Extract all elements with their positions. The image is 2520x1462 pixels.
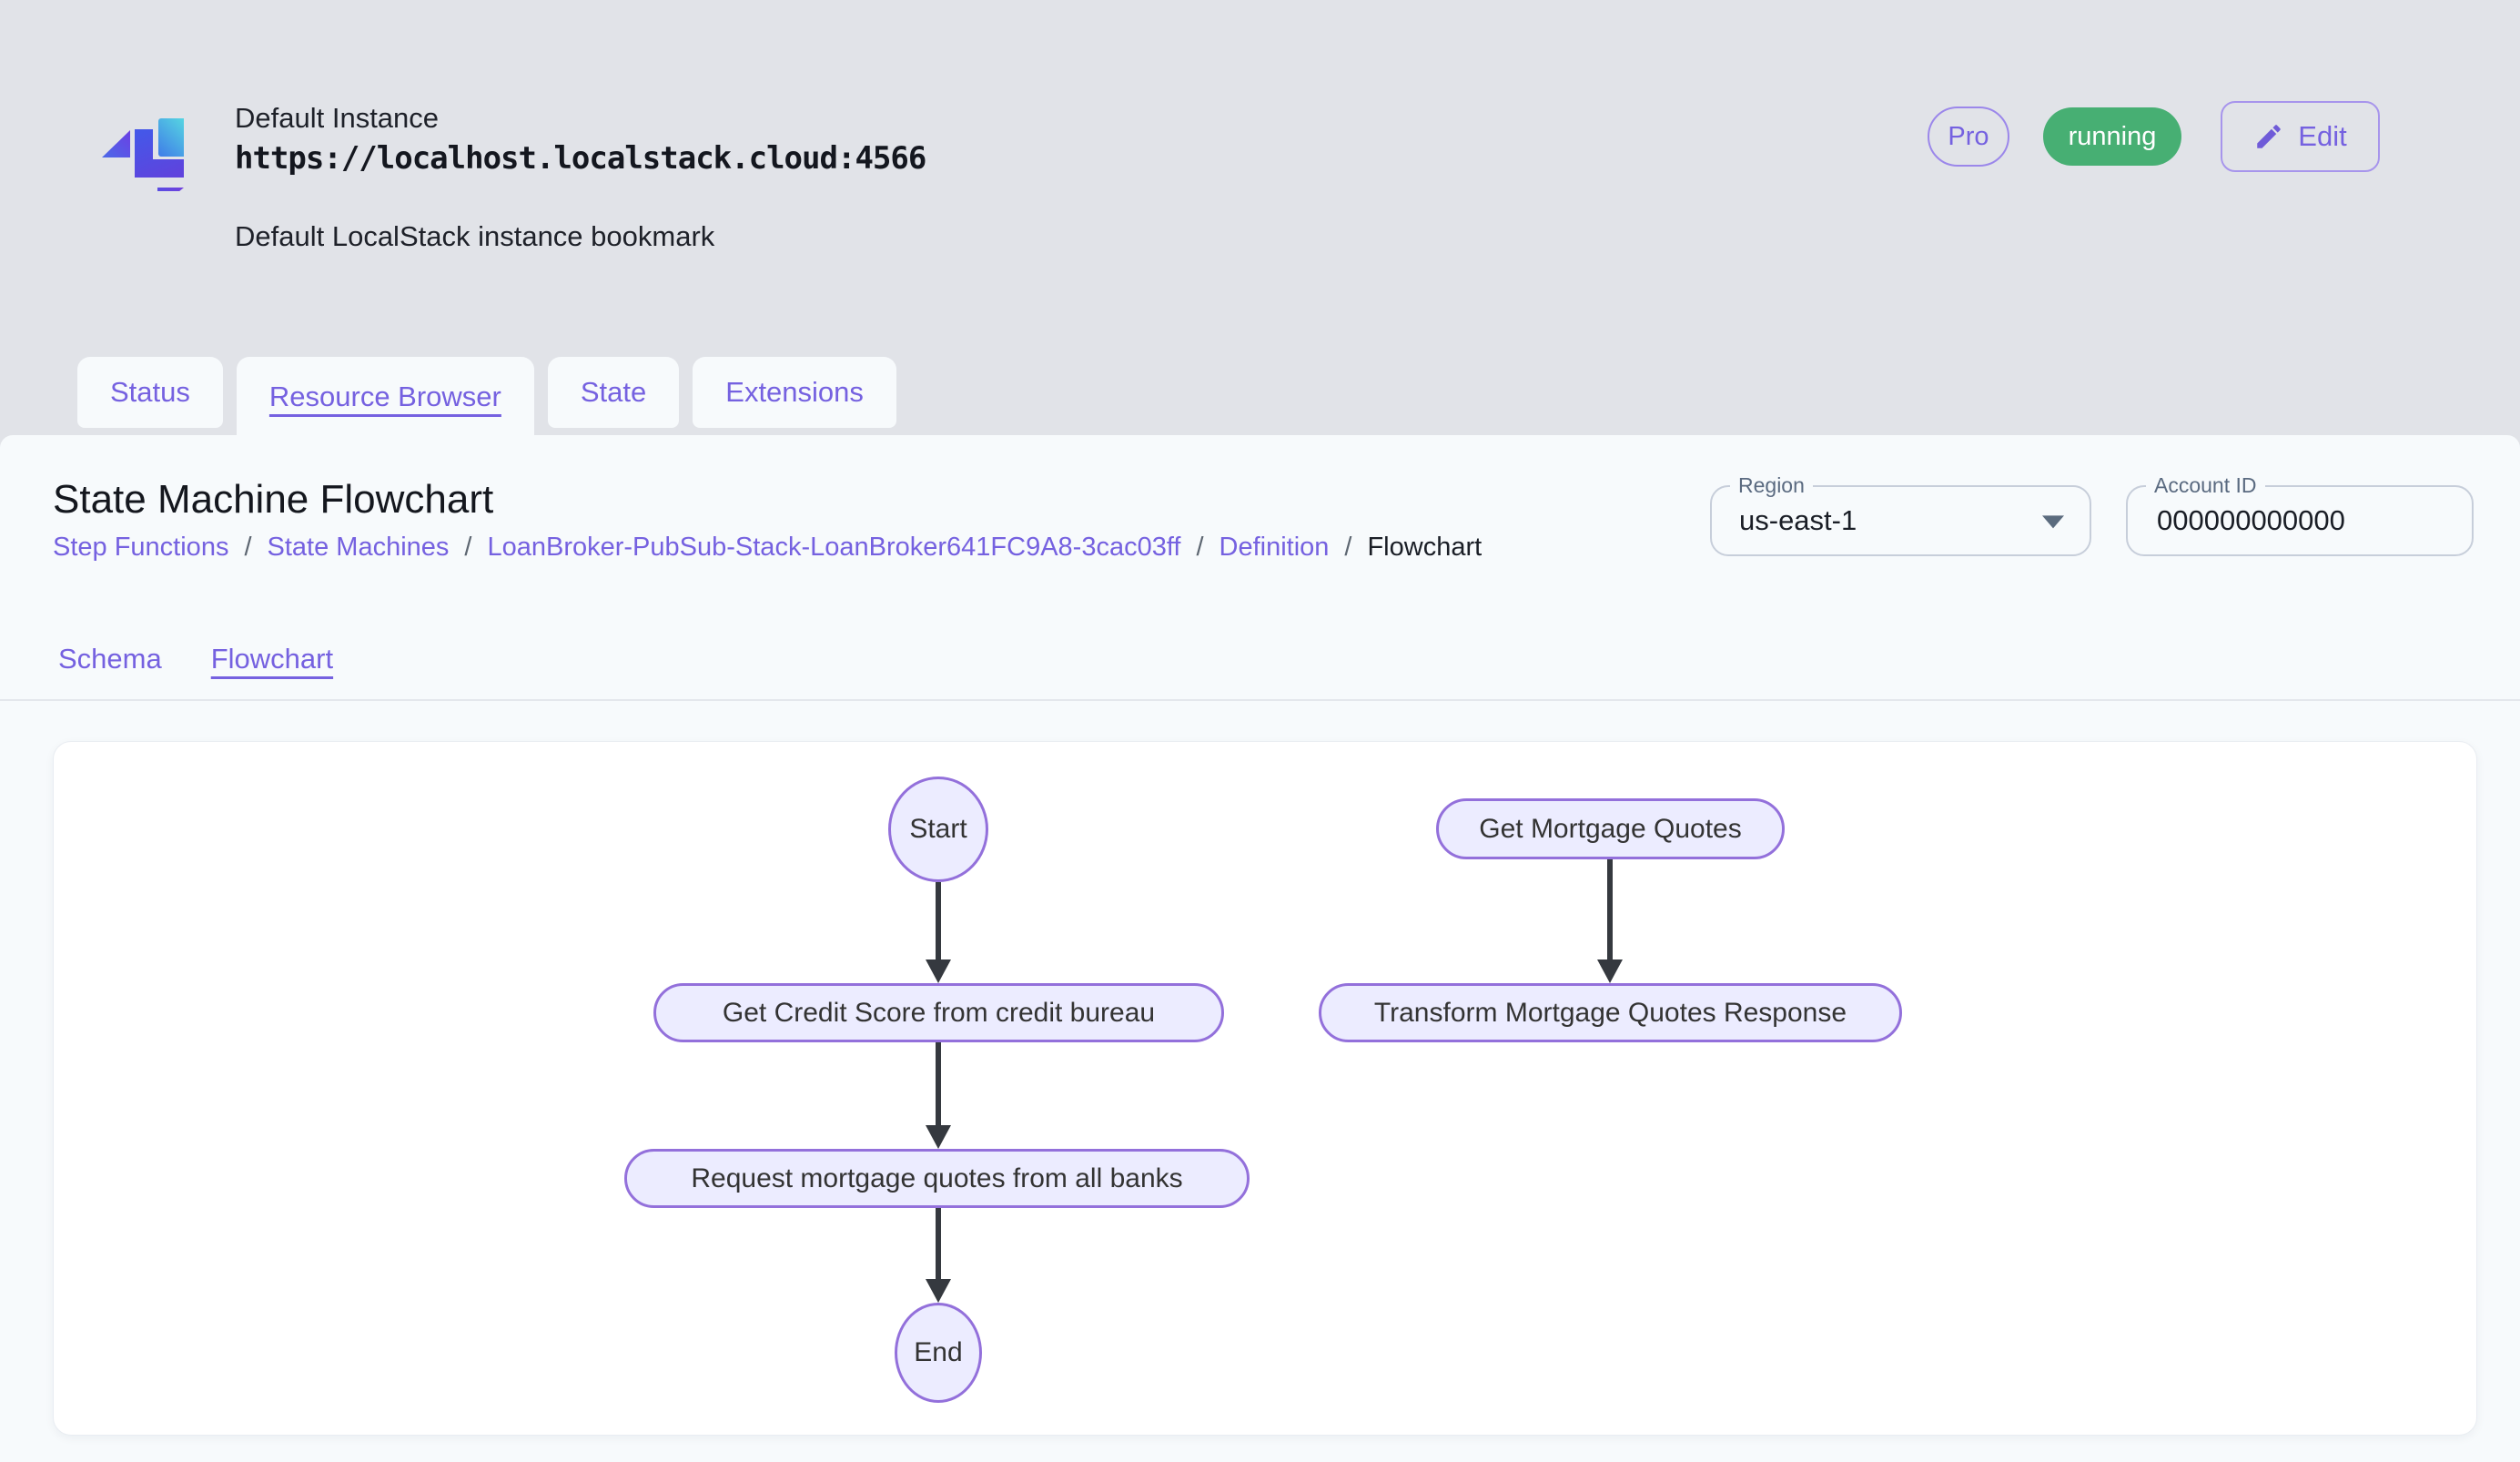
tab-status[interactable]: Status <box>77 357 223 428</box>
region-label: Region <box>1730 473 1813 499</box>
account-id-field: Account ID <box>2126 473 2474 556</box>
tab-label: Resource Browser <box>268 381 501 412</box>
header-badges: Pro running Edit <box>1928 100 2380 173</box>
breadcrumb-item-step-functions[interactable]: Step Functions <box>53 533 229 562</box>
tab-extensions[interactable]: Extensions <box>693 357 896 428</box>
region-value: us-east-1 <box>1739 504 1857 536</box>
region-select[interactable]: Region us-east-1 <box>1710 473 2091 556</box>
status-badge: running <box>2043 107 2181 166</box>
subtab-schema[interactable]: Schema <box>58 643 162 675</box>
chevron-down-icon <box>2042 515 2064 529</box>
localstack-logo <box>102 118 184 191</box>
breadcrumb: Step Functions / State Machines / LoanBroker… <box>53 533 1482 563</box>
breadcrumb-separator: / <box>1344 533 1352 562</box>
instance-url: https://localhost.localstack.cloud:4566 <box>235 140 926 177</box>
tab-resource-browser[interactable]: Resource Browser <box>236 357 534 437</box>
instance-description: Default LocalStack instance bookmark <box>235 220 715 252</box>
flow-edge-request-mortgage-quotes-to-end <box>936 1208 941 1281</box>
flow-arrowhead-icon <box>1597 959 1623 983</box>
breadcrumb-item-state-machines[interactable]: State Machines <box>267 533 450 562</box>
breadcrumb-separator: / <box>244 533 252 562</box>
flow-node-get-credit-score: Get Credit Score from credit bureau <box>653 983 1224 1042</box>
pro-badge: Pro <box>1928 107 2009 167</box>
page-title: State Machine Flowchart <box>53 477 494 522</box>
flow-node-request-mortgage-quotes: Request mortgage quotes from all banks <box>624 1149 1250 1208</box>
flow-node-transform-mortgage-quotes-response: Transform Mortgage Quotes Response <box>1319 983 1902 1042</box>
flow-arrowhead-icon <box>926 1125 951 1149</box>
breadcrumb-item-definition[interactable]: Definition <box>1219 533 1330 562</box>
breadcrumb-separator: / <box>464 533 472 562</box>
flow-node-end: End <box>895 1303 982 1403</box>
breadcrumb-item-flowchart: Flowchart <box>1367 533 1483 562</box>
pencil-icon <box>2257 125 2282 148</box>
instance-name: Default Instance <box>235 102 440 134</box>
tab-label: Extensions <box>725 376 864 408</box>
edit-button[interactable]: Edit <box>2221 101 2380 172</box>
subtab-flowchart[interactable]: Flowchart <box>210 643 334 675</box>
flow-edge-start-to-get-credit-score <box>936 882 941 961</box>
flow-edge-get-mortgage-quotes-to-transform-mortgage-quotes-response <box>1607 859 1613 961</box>
flow-arrowhead-icon <box>926 959 951 983</box>
definition-subtabs: Schema Flowchart <box>58 643 333 675</box>
breadcrumb-item-loanbroker-pubsub-stack-loanbroker641fc9[interactable]: LoanBroker-PubSub-Stack-LoanBroker641FC9… <box>487 533 1181 562</box>
tab-label: State <box>580 376 647 408</box>
flow-node-get-mortgage-quotes: Get Mortgage Quotes <box>1436 798 1785 859</box>
main-tabs: Status Resource Browser State Extensions <box>77 357 896 437</box>
divider <box>0 699 2520 701</box>
flow-node-start: Start <box>888 777 988 882</box>
edit-button-label: Edit <box>2298 120 2347 152</box>
flow-arrowhead-icon <box>926 1279 951 1303</box>
content-panel: State Machine Flowchart Step Functions/S… <box>0 435 2520 1462</box>
account-id-input[interactable] <box>2128 487 2472 554</box>
tab-state[interactable]: State <box>547 357 680 428</box>
breadcrumb-separator: / <box>1196 533 1204 562</box>
flow-edge-get-credit-score-to-request-mortgage-quotes <box>936 1042 941 1127</box>
tab-label: Status <box>110 376 190 408</box>
